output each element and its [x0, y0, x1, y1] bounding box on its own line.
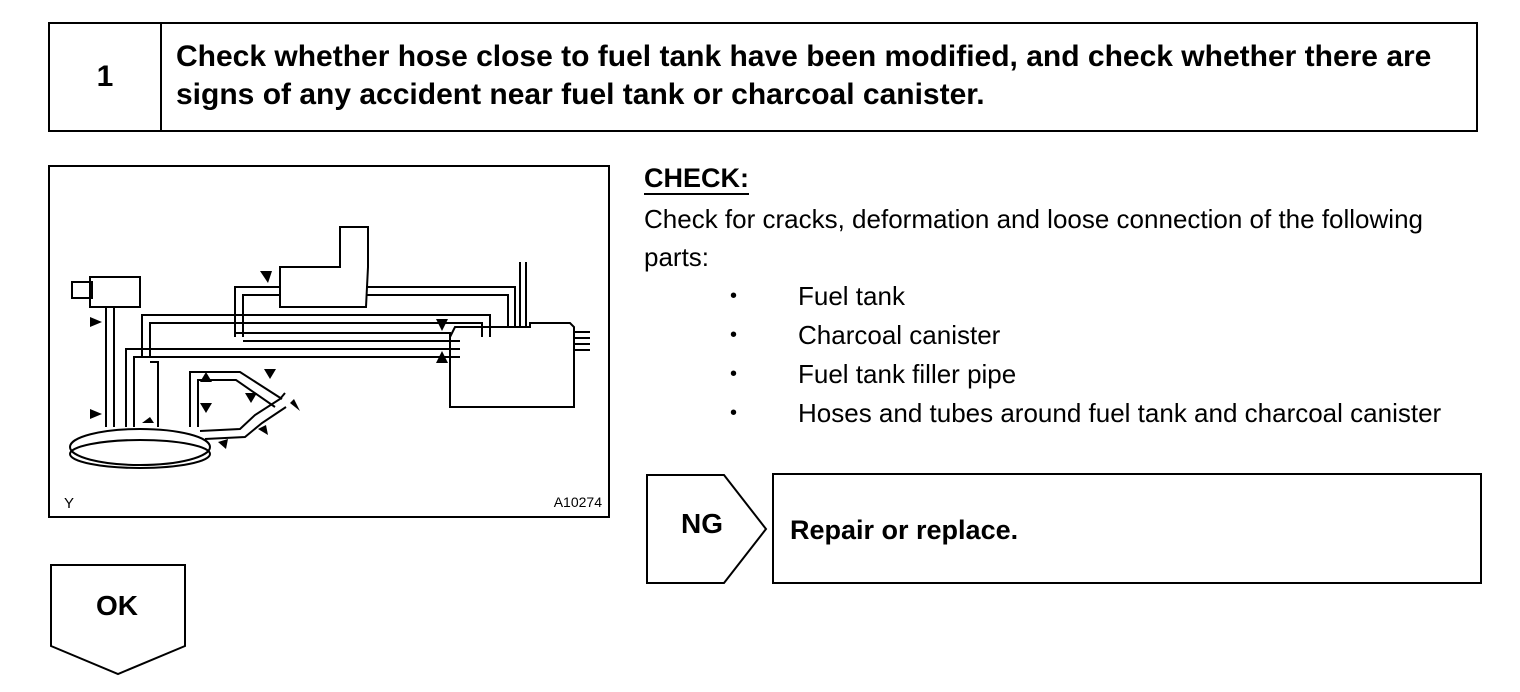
ng-action-box: Repair or replace.: [772, 473, 1482, 584]
step-header: 1 Check whether hose close to fuel tank …: [48, 22, 1478, 132]
step-number: 1: [50, 24, 162, 130]
parts-list: Fuel tank Charcoal canister Fuel tank fi…: [724, 277, 1482, 433]
engine-connector-shape: [71, 281, 93, 299]
step-title: Check whether hose close to fuel tank ha…: [176, 40, 1432, 111]
figure-code: A10274: [553, 494, 602, 510]
fuel-tank-shape: [449, 322, 575, 408]
ng-tag-shape: [646, 474, 768, 584]
fuel-system-illustration: Y A10274: [48, 165, 610, 518]
fuel-system-diagram: [69, 226, 590, 469]
ng-action-text: Repair or replace.: [790, 515, 1019, 545]
inspection-arrows: [90, 271, 448, 449]
list-item: Fuel tank filler pipe: [724, 355, 1482, 394]
charcoal-canister-shape: [279, 226, 369, 308]
figure-mark: Y: [64, 495, 75, 512]
fuel-sender-shape: [69, 428, 211, 466]
list-item: Fuel tank: [724, 277, 1482, 316]
check-heading: CHECK:: [644, 163, 749, 195]
ok-label: OK: [96, 590, 138, 621]
list-item: Charcoal canister: [724, 316, 1482, 355]
ng-label: NG: [681, 508, 723, 539]
engine-part-shape: [89, 276, 141, 308]
ok-tag-shape: [50, 564, 186, 676]
list-item: Hoses and tubes around fuel tank and cha…: [724, 394, 1482, 433]
check-text: Check for cracks, deformation and loose …: [644, 204, 1423, 272]
